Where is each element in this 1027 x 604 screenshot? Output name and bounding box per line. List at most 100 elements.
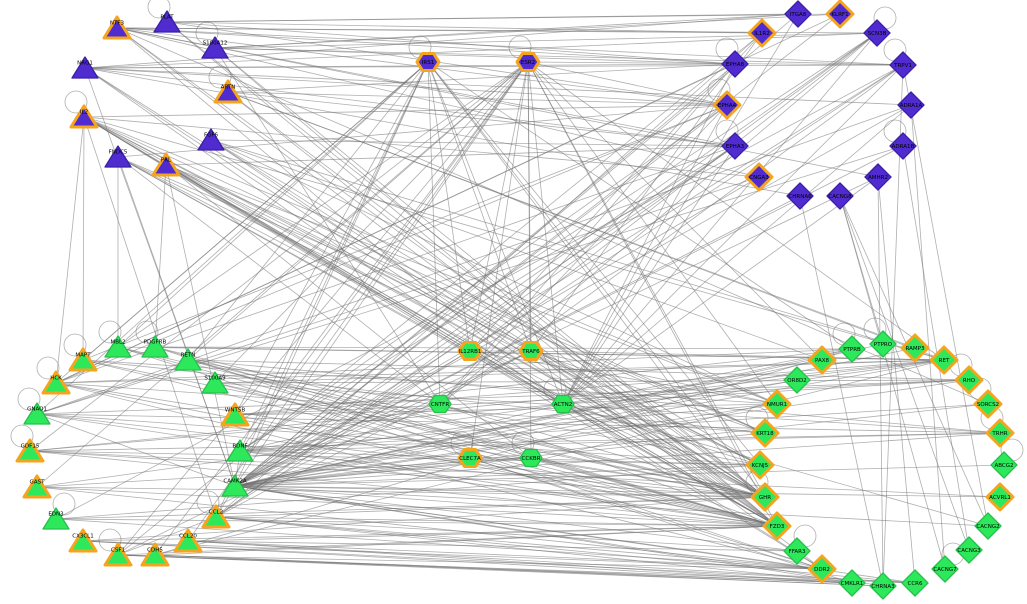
node-shape-BDNF — [226, 439, 254, 462]
node-MBL2[interactable]: MBL2 — [104, 335, 132, 358]
node-shape-IL12RB1 — [457, 341, 483, 361]
node-TRHR[interactable]: TRHR — [985, 418, 1015, 448]
node-shape-EPHA3 — [721, 132, 749, 160]
node-label-AMHR2: AMHR2 — [868, 175, 888, 181]
node-KLRF1[interactable]: KLRF1 — [825, 0, 855, 29]
node-CACNG7[interactable]: CACNG7 — [931, 555, 959, 583]
edge-ACTN2-DDR2 — [562, 403, 823, 570]
node-CHRNA6[interactable]: CHRNA6 — [786, 182, 814, 210]
node-shape-OR8D2 — [783, 366, 811, 394]
node-GDF15[interactable]: GDF15 — [15, 438, 45, 463]
node-CCKBR[interactable]: CCKBR — [519, 448, 543, 468]
node-TRPV1[interactable]: TRPV1 — [889, 51, 917, 79]
node-CNGA3[interactable]: CNGA3 — [744, 162, 774, 192]
node-KCNJ5[interactable]: KCNJ5 — [745, 450, 775, 480]
edge-EPHA8-ACTN2 — [562, 63, 736, 405]
node-PDGFRB[interactable]: PDGFRB — [141, 335, 169, 358]
node-RETN[interactable]: RETN — [174, 348, 202, 371]
node-shape-IRS1 — [415, 52, 441, 72]
node-FGF6[interactable]: FGF6 — [197, 128, 225, 151]
node-EPHA3[interactable]: EPHA3 — [721, 132, 749, 160]
edge-TRAF6-RET — [530, 350, 945, 361]
node-SORCS2[interactable]: SORCS2 — [973, 389, 1003, 419]
node-label-SCN3B: SCN3B — [868, 31, 887, 37]
edge-IRS1-GHR — [427, 61, 766, 498]
node-NMUR1[interactable]: NMUR1 — [762, 389, 792, 419]
node-PTPRB[interactable]: PTPRB — [838, 335, 866, 363]
node-CCL2[interactable]: CCL2 — [201, 504, 231, 529]
node-CNTFR[interactable]: CNTFR — [428, 394, 452, 414]
node-FZD3[interactable]: FZD3 — [762, 511, 792, 541]
edge-NRG1-ADRA1A — [84, 67, 912, 106]
node-ESR2[interactable]: ESR2 — [515, 52, 541, 72]
node-IL12RB1[interactable]: IL12RB1 — [457, 341, 483, 361]
node-ARTN[interactable]: ARTN — [213, 79, 243, 104]
node-HCK[interactable]: HCK — [41, 370, 71, 395]
node-label-PTPRB: PTPRB — [843, 347, 861, 353]
node-CHRNA3[interactable]: CHRNA3 — [869, 572, 897, 600]
node-IL2[interactable]: IL2 — [69, 104, 99, 129]
node-ITGA8[interactable]: ITGA8 — [784, 0, 812, 28]
node-CAMK2A[interactable]: CAMK2A — [221, 474, 249, 497]
node-CCL20[interactable]: CCL20 — [173, 528, 203, 553]
node-WNT5B[interactable]: WNT5B — [220, 402, 250, 427]
node-IL1R2[interactable]: IL1R2 — [747, 18, 777, 48]
node-PLAT[interactable]: PLAT — [153, 10, 181, 33]
edge-TRPV1-CACNG2 — [902, 64, 989, 527]
node-KRT18[interactable]: KRT18 — [750, 418, 780, 448]
edge-CAMK2A-SORCS2 — [234, 403, 989, 487]
node-RHO[interactable]: RHO — [954, 365, 984, 395]
node-CMKLR1[interactable]: CMKLR1 — [838, 569, 866, 597]
node-PTPRO[interactable]: PTPRO — [869, 330, 897, 358]
node-ACVRL1[interactable]: ACVRL1 — [985, 482, 1015, 512]
edge-CAMK2A-GNAO1 — [36, 413, 236, 487]
node-label-KCNJ5: KCNJ5 — [752, 463, 769, 469]
node-MAPT[interactable]: MAPT — [68, 347, 98, 372]
node-shape-PTPRO — [869, 330, 897, 358]
node-CACNG8[interactable]: CACNG8 — [826, 182, 854, 210]
node-RAMP3[interactable]: RAMP3 — [900, 333, 930, 363]
node-shape-CAMK2A — [221, 474, 249, 497]
node-CX3CL1[interactable]: CX3CL1 — [68, 528, 98, 553]
node-TRAF6[interactable]: TRAF6 — [518, 341, 544, 361]
node-S100A12[interactable]: S100A12 — [201, 36, 229, 59]
node-ADRA1B[interactable]: ADRA1B — [889, 132, 917, 160]
node-EPHA8[interactable]: EPHA8 — [721, 50, 749, 78]
node-shape-PAX8 — [807, 345, 837, 375]
node-EPHA4[interactable]: EPHA4 — [712, 90, 742, 120]
node-label-ADRA1B: ADRA1B — [892, 144, 915, 150]
node-CACNG3[interactable]: CACNG3 — [955, 536, 983, 564]
node-PAX8[interactable]: PAX8 — [807, 345, 837, 375]
node-CACNG2[interactable]: CACNG2 — [974, 512, 1002, 540]
node-FNDC5[interactable]: FNDC5 — [104, 145, 132, 168]
node-GAST[interactable]: GAST — [22, 474, 52, 499]
node-CLEC7A[interactable]: CLEC7A — [457, 448, 483, 468]
node-OR8D2[interactable]: OR8D2 — [783, 366, 811, 394]
node-label-S100A12: S100A12 — [203, 41, 228, 47]
node-RET[interactable]: RET — [929, 345, 959, 375]
node-BDNF[interactable]: BDNF — [226, 439, 254, 462]
node-AMHR2[interactable]: AMHR2 — [864, 163, 892, 191]
node-CSF1[interactable]: CSF1 — [103, 542, 133, 567]
node-PRL[interactable]: PRL — [151, 152, 181, 177]
edge-EDN3-DDR2 — [55, 518, 823, 570]
node-S100A9[interactable]: S100A9 — [201, 371, 229, 394]
node-ADRA1A[interactable]: ADRA1A — [897, 91, 925, 119]
node-CDH5[interactable]: CDH5 — [140, 542, 170, 567]
node-shape-RET — [929, 345, 959, 375]
node-SCN3B[interactable]: SCN3B — [863, 19, 891, 47]
node-FFAR3[interactable]: FFAR3 — [783, 537, 811, 565]
node-EDN3[interactable]: EDN3 — [42, 507, 70, 530]
node-GNAO1[interactable]: GNAO1 — [23, 402, 51, 425]
node-DDR2[interactable]: DDR2 — [807, 554, 837, 584]
node-shape-SORCS2 — [973, 389, 1003, 419]
node-NTF3[interactable]: NTF3 — [102, 15, 132, 40]
node-CCR6[interactable]: CCR6 — [901, 569, 929, 597]
node-ACTN2[interactable]: ACTN2 — [551, 394, 575, 414]
node-GHR[interactable]: GHR — [750, 482, 780, 512]
node-IRS1[interactable]: IRS1 — [415, 52, 441, 72]
node-NRG1[interactable]: NRG1 — [71, 56, 99, 79]
edge-CX3CL1-CMKLR1 — [82, 540, 853, 584]
node-label-EDN3: EDN3 — [48, 512, 64, 518]
node-ABCG2[interactable]: ABCG2 — [990, 451, 1018, 479]
